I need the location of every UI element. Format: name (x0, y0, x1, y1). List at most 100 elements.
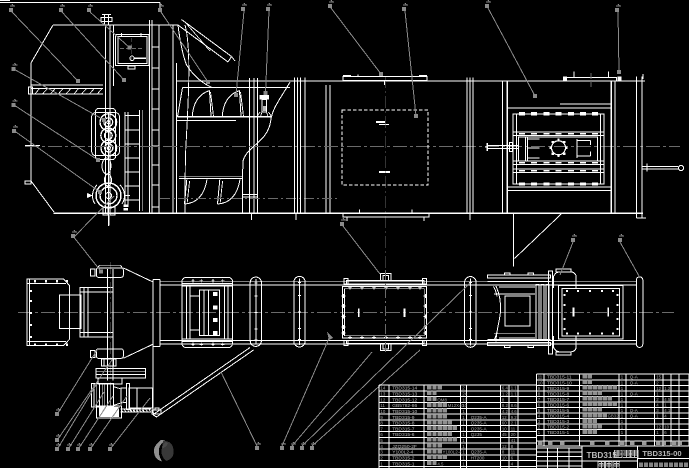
svg-text:TBD315-2: TBD315-2 (547, 425, 570, 431)
svg-text:QM8: QM8 (437, 397, 447, 402)
svg-text:TBD315-7: TBD315-7 (547, 397, 570, 403)
svg-text:9: 9 (538, 386, 541, 391)
svg-text:5: 5 (538, 408, 541, 413)
svg-text:6: 6 (664, 430, 667, 435)
svg-text:Q235-A: Q235-A (471, 415, 488, 420)
svg-text:TBD315-6: TBD315-6 (547, 402, 570, 408)
svg-text:11: 11 (380, 403, 385, 408)
svg-text:1: 1 (621, 408, 624, 413)
svg-text:3: 3 (380, 450, 383, 455)
svg-text:9.2: 9.2 (511, 415, 518, 420)
svg-text:4: 4 (664, 414, 667, 419)
svg-text:4: 4 (511, 461, 514, 466)
svg-text:1: 1 (621, 414, 624, 419)
svg-text:TBD315-14: TBD315-14 (392, 386, 417, 392)
svg-text:TBD315-2: TBD315-2 (392, 455, 415, 461)
svg-text:1: 1 (621, 430, 624, 435)
svg-text:1: 1 (462, 409, 465, 414)
svg-text:Q-A: Q-A (630, 414, 638, 419)
svg-text:1: 1 (538, 430, 541, 435)
svg-text:TBD315-5: TBD315-5 (547, 408, 570, 414)
svg-text:1: 1 (621, 386, 624, 391)
svg-text:GB5782-86: GB5782-86 (392, 403, 417, 409)
svg-text:10: 10 (380, 409, 385, 414)
svg-text:TBD315-6: TBD315-6 (392, 432, 415, 438)
svg-text:1: 1 (380, 461, 383, 466)
svg-text:2: 2 (462, 386, 465, 391)
svg-text:6.4: 6.4 (502, 386, 509, 391)
svg-text:M12X40: M12X40 (448, 403, 465, 408)
svg-text:1.2: 1.2 (664, 386, 671, 391)
svg-text:60: 60 (502, 421, 507, 426)
svg-text:1: 1 (462, 461, 465, 466)
svg-text:5: 5 (380, 438, 383, 443)
svg-text:10: 10 (502, 455, 507, 460)
svg-text:8: 8 (511, 444, 514, 449)
svg-text:11: 11 (511, 450, 516, 455)
svg-text:8.2: 8.2 (502, 403, 509, 408)
svg-text:1: 1 (656, 391, 659, 396)
svg-text:2: 2 (656, 380, 659, 385)
svg-text:4: 4 (538, 414, 541, 419)
svg-text:Q-A: Q-A (630, 391, 638, 396)
svg-text:1: 1 (656, 430, 659, 435)
svg-text:41: 41 (511, 438, 516, 443)
svg-text:12: 12 (656, 425, 661, 430)
svg-text:TBD315-9: TBD315-9 (547, 386, 570, 392)
svg-text:1: 1 (462, 421, 465, 426)
svg-text:12: 12 (656, 386, 661, 391)
svg-text:TBD315-11: TBD315-11 (547, 375, 572, 381)
svg-text:11: 11 (538, 375, 543, 380)
svg-text:TBD315-1: TBD315-1 (547, 430, 570, 436)
svg-text:Q235-A: Q235-A (471, 421, 488, 426)
svg-text:TBD315-13: TBD315-13 (392, 391, 417, 397)
svg-text:4.5: 4.5 (437, 461, 444, 466)
svg-text:4.5: 4.5 (664, 397, 671, 402)
svg-text:2: 2 (380, 455, 383, 460)
svg-text:7: 7 (538, 397, 541, 402)
svg-text:1: 1 (621, 425, 624, 430)
svg-text:Y100L2-4: Y100L2-4 (392, 450, 413, 456)
svg-text:1: 1 (621, 419, 624, 424)
svg-text:Q235: Q235 (471, 432, 483, 437)
svg-text:HT200: HT200 (471, 455, 485, 460)
svg-text:4.6: 4.6 (511, 409, 518, 414)
svg-text:3: 3 (656, 408, 659, 413)
svg-text:2: 2 (656, 397, 659, 402)
svg-text:10: 10 (538, 380, 543, 385)
svg-text:JZQ250-2F: JZQ250-2F (392, 444, 417, 450)
svg-text:1: 1 (462, 426, 465, 431)
svg-text:TBD315-3: TBD315-3 (547, 419, 570, 425)
svg-text:7: 7 (380, 426, 383, 431)
svg-text:12: 12 (502, 444, 507, 449)
svg-text:8.6: 8.6 (511, 403, 518, 408)
svg-text:6: 6 (380, 432, 383, 437)
svg-text:TBD315-8: TBD315-8 (547, 391, 570, 397)
svg-text:Q-A: Q-A (630, 380, 638, 385)
svg-text:45: 45 (502, 432, 507, 437)
svg-text:1: 1 (664, 402, 667, 407)
svg-text:8: 8 (502, 397, 505, 402)
svg-text:10: 10 (462, 403, 467, 408)
svg-text:TBD315-9: TBD315-9 (392, 415, 415, 421)
svg-text:4: 4 (656, 402, 659, 407)
svg-text:Q235-A: Q235-A (471, 450, 488, 455)
svg-text:10: 10 (502, 426, 507, 431)
svg-text:2: 2 (538, 425, 541, 430)
svg-text:11: 11 (511, 426, 516, 431)
svg-text:12: 12 (502, 415, 507, 420)
svg-text:TBD315-10: TBD315-10 (392, 409, 417, 415)
svg-text:8: 8 (538, 391, 541, 396)
svg-text:6: 6 (511, 455, 514, 460)
svg-text:13: 13 (380, 391, 385, 396)
svg-text:8: 8 (380, 421, 383, 426)
svg-text:TBD315-10: TBD315-10 (547, 380, 572, 386)
svg-text:TBD315-4: TBD315-4 (547, 414, 570, 420)
svg-text:14: 14 (380, 386, 385, 391)
svg-text:1: 1 (621, 380, 624, 385)
svg-text:Q-A: Q-A (630, 408, 638, 413)
svg-text:1.1: 1.1 (511, 386, 518, 391)
svg-text:1: 1 (621, 391, 624, 396)
svg-text:1: 1 (621, 375, 624, 380)
svg-text:1.2: 1.2 (502, 391, 509, 396)
